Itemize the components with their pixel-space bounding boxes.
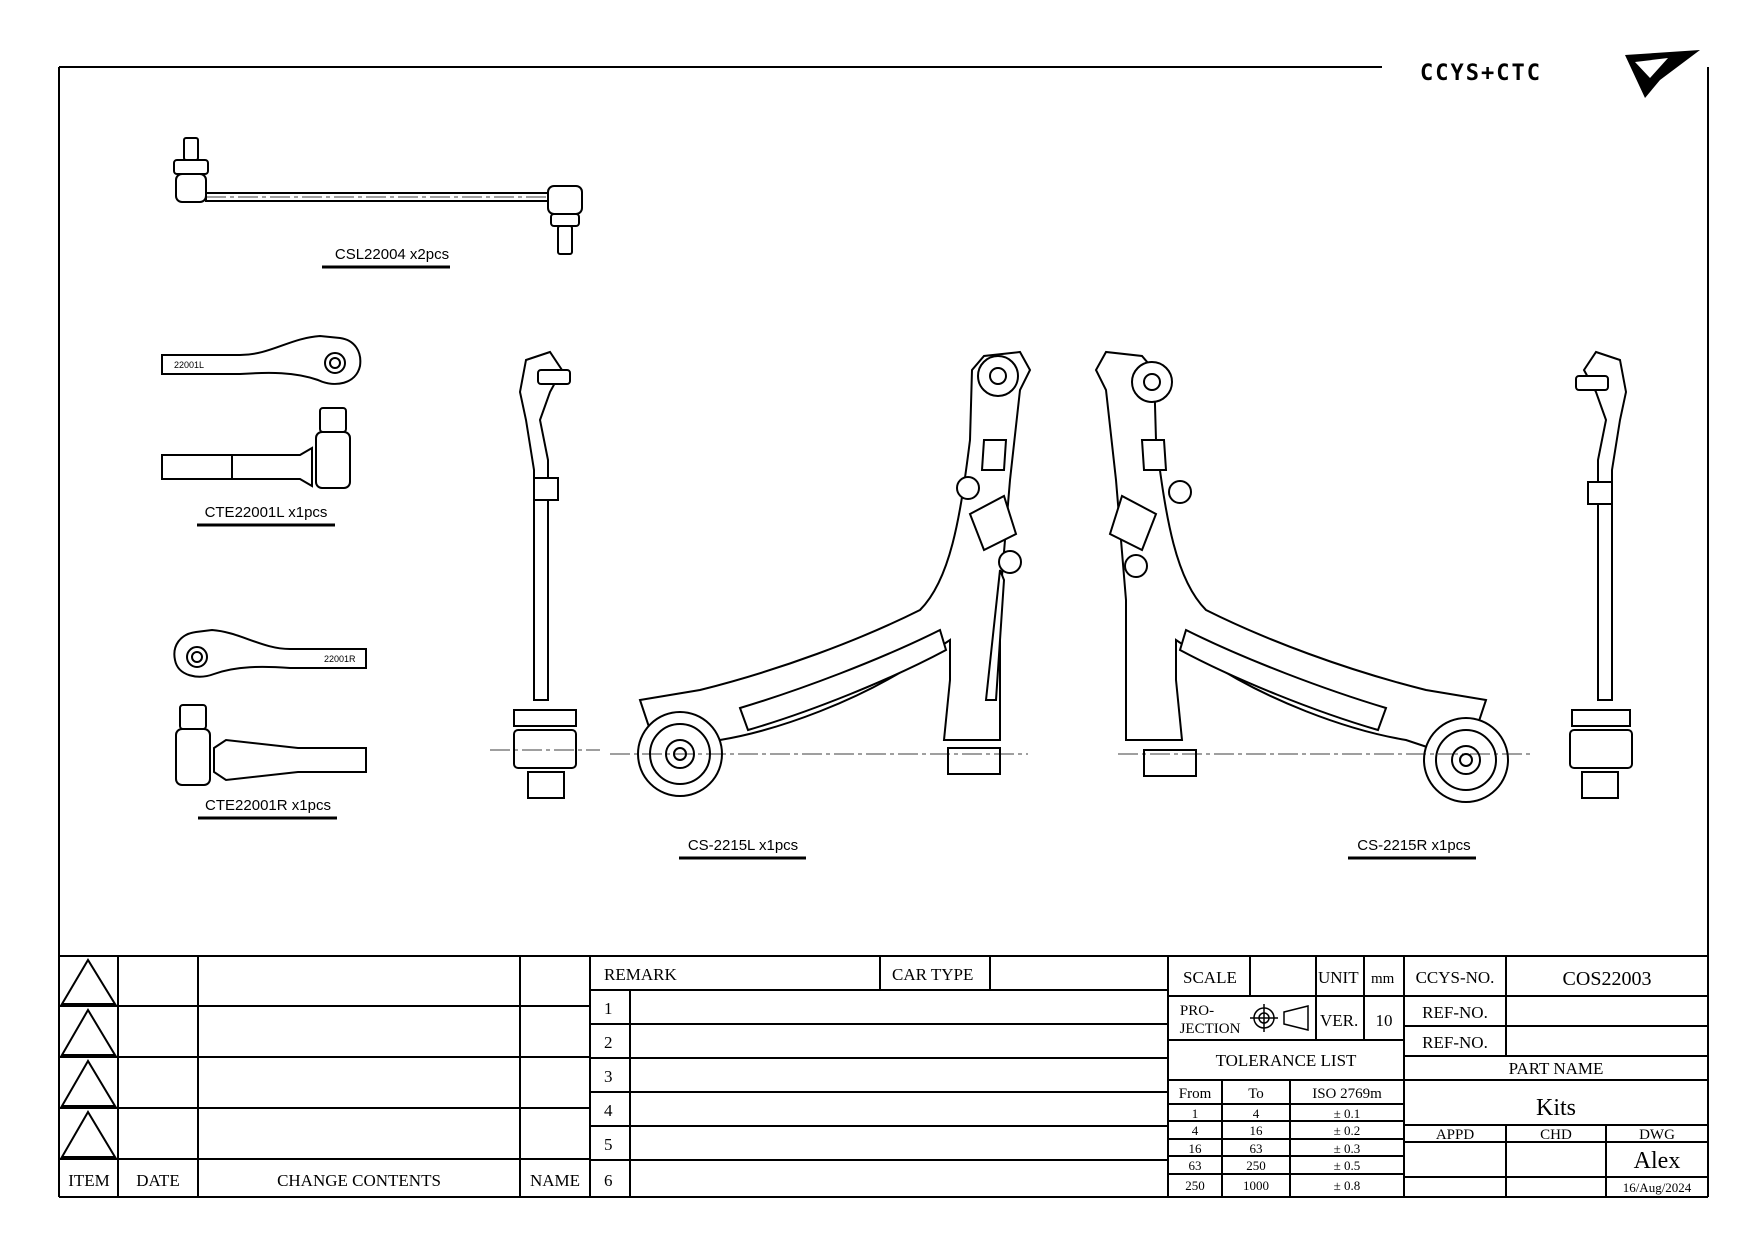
part-label-csl22004: CSL22004 x2pcs (335, 246, 449, 263)
company-logo: CCYS+CTC (1420, 50, 1700, 98)
tie-rod-end-right-drawing: 22001R (173, 628, 367, 786)
tolerance-to: 16 (1250, 1123, 1264, 1138)
tolerance-to: 63 (1250, 1141, 1263, 1156)
ccys-no-value: COS22003 (1563, 968, 1652, 990)
tolerance-to: 250 (1246, 1158, 1266, 1173)
tolerance-from: 4 (1192, 1123, 1199, 1138)
revision-triangle-icon (60, 1059, 117, 1107)
stabilizer-link-drawing (173, 137, 583, 255)
remark-row-number: 3 (604, 1067, 613, 1086)
dwg-date: 16/Aug/2024 (1623, 1180, 1692, 1195)
control-arm-right-side-view (1569, 350, 1633, 799)
dwg-name: Alex (1634, 1148, 1681, 1174)
revision-triangle-icon (60, 1110, 117, 1158)
tie-rod-end-left-drawing: 22001L (161, 334, 362, 489)
engraving-22001l: 22001L (174, 360, 204, 370)
control-arm-left-side-view (490, 350, 600, 799)
ver-label: VER. (1320, 1011, 1358, 1030)
remark-row-number: 6 (604, 1171, 613, 1190)
remark-row-number: 2 (604, 1033, 613, 1052)
part-name-value: Kits (1536, 1095, 1576, 1121)
ccys-no-label: CCYS-NO. (1416, 968, 1495, 987)
ver-value: 10 (1376, 1011, 1393, 1030)
tolerance-from: 63 (1189, 1158, 1202, 1173)
logo-text: CCYS+CTC (1420, 61, 1542, 86)
unit-value: mm (1371, 971, 1395, 987)
control-arm-left-top-view (610, 350, 1032, 797)
tolerance-from: 16 (1189, 1141, 1203, 1156)
tolerance-value: ± 0.1 (1334, 1106, 1361, 1121)
unit-label: UNIT (1318, 968, 1359, 987)
part-label-cte22001r: CTE22001R x1pcs (205, 797, 331, 814)
remark-label: REMARK (604, 965, 677, 984)
car-type-label: CAR TYPE (892, 965, 973, 984)
part-label-cte22001l: CTE22001L x1pcs (205, 504, 328, 521)
sheet-border (58, 66, 1709, 1198)
tolerance-value: ± 0.5 (1334, 1158, 1361, 1173)
control-arm-right-top-view (1094, 350, 1530, 803)
engraving-22001r: 22001R (324, 654, 356, 664)
remark-row-number: 1 (604, 999, 613, 1018)
revision-triangle-icon (60, 958, 117, 1005)
tolerance-from: 250 (1185, 1178, 1205, 1193)
appd-label: APPD (1436, 1127, 1475, 1143)
tolerance-value: ± 0.3 (1334, 1141, 1361, 1156)
tolerance-to: 1000 (1243, 1178, 1269, 1193)
tolerance-header-iso: ISO 2769m (1312, 1086, 1382, 1102)
remark-row-number: 4 (604, 1101, 613, 1120)
dwg-label: DWG (1639, 1127, 1675, 1143)
header-change-contents: CHANGE CONTENTS (277, 1171, 441, 1190)
part-label-cs-2215l: CS-2215L x1pcs (688, 837, 798, 854)
part-name-label: PART NAME (1509, 1059, 1604, 1078)
header-item: ITEM (68, 1171, 110, 1190)
tolerance-value: ± 0.8 (1334, 1178, 1361, 1193)
chd-label: CHD (1540, 1127, 1572, 1143)
projection-label-2: JECTION (1180, 1021, 1241, 1037)
remark-row-number: 5 (604, 1135, 613, 1154)
tolerance-to: 4 (1253, 1106, 1260, 1121)
ref-no-label: REF-NO. (1422, 1003, 1488, 1022)
tolerance-title: TOLERANCE LIST (1216, 1051, 1357, 1070)
part-label-cs-2215r: CS-2215R x1pcs (1357, 837, 1470, 854)
revision-triangle-icons (60, 958, 117, 1158)
projection-label-1: PRO- (1180, 1003, 1214, 1019)
title-block-lines (59, 955, 1708, 1197)
tolerance-header-to: To (1248, 1086, 1264, 1102)
header-date: DATE (136, 1171, 179, 1190)
revision-triangle-icon (60, 1008, 117, 1056)
logo-wing-icon (1625, 50, 1700, 98)
ref-no-label: REF-NO. (1422, 1033, 1488, 1052)
header-name: NAME (530, 1171, 580, 1190)
tolerance-value: ± 0.2 (1334, 1123, 1361, 1138)
scale-label: SCALE (1183, 968, 1237, 987)
tolerance-header-from: From (1179, 1086, 1212, 1102)
tolerance-from: 1 (1192, 1106, 1199, 1121)
projection-symbol-icon (1250, 1004, 1309, 1032)
